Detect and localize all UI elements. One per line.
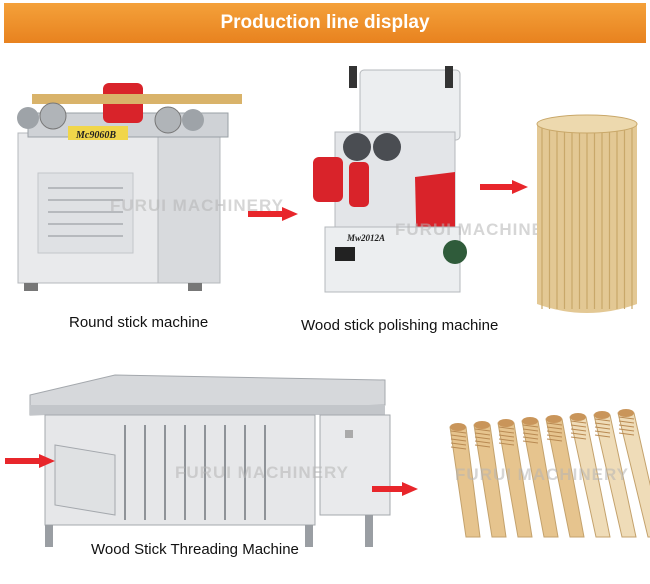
watermark: FURUI MACHINERY <box>175 463 349 482</box>
header-banner: Production line display <box>4 3 646 43</box>
wood-stick-bundle-image <box>536 114 638 313</box>
watermark: FURUI MACHINERY <box>395 220 569 239</box>
watermark: FURUI MACHINERY <box>455 465 629 484</box>
polishing-model-label: Mw2012A <box>346 233 385 243</box>
page-title: Production line display <box>220 12 430 33</box>
arrow-right-icon <box>372 482 418 496</box>
polishing-caption: Wood stick polishing machine <box>301 317 499 334</box>
round-stick-model-label: Mc9060B <box>75 130 116 141</box>
watermark: FURUI MACHINERY <box>110 196 284 215</box>
arrow-right-icon <box>248 207 298 221</box>
polishing-machine-image: Mw2012A <box>313 66 467 293</box>
round-stick-machine-image: Mc9060B <box>17 83 242 291</box>
threading-machine-image <box>29 374 391 547</box>
threaded-sticks-image <box>449 409 650 538</box>
arrow-right-icon <box>5 454 55 468</box>
round-stick-caption: Round stick machine <box>69 314 209 331</box>
threading-caption: Wood Stick Threading Machine <box>91 541 299 558</box>
arrow-right-icon <box>480 180 528 194</box>
